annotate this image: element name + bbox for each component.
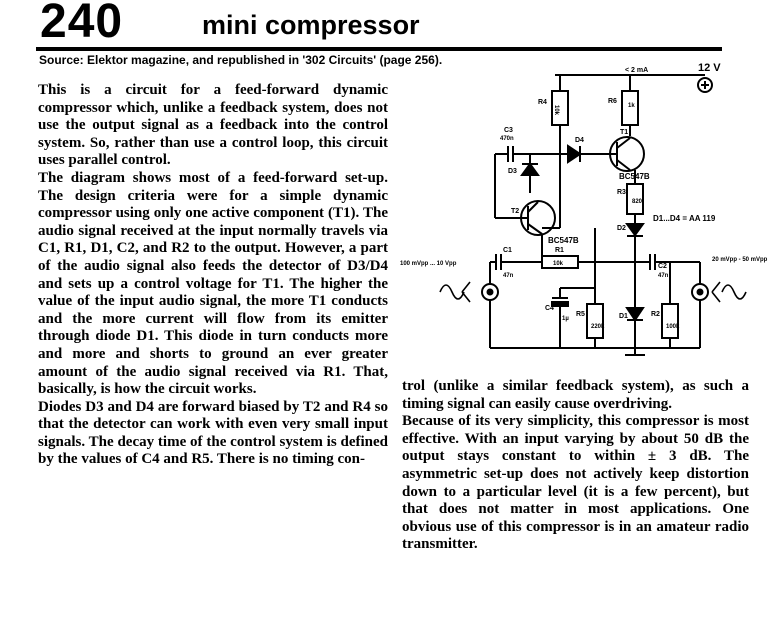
diode-d2: [625, 223, 645, 237]
current-label: < 2 mA: [625, 67, 648, 74]
svg-text:D3: D3: [508, 168, 517, 175]
output-waveform: [721, 284, 747, 300]
svg-text:BC547B: BC547B: [548, 236, 579, 245]
article-right-column: trol (unlike a similar feedback system),…: [402, 378, 749, 554]
svg-text:C1: C1: [503, 247, 512, 254]
svg-text:47n: 47n: [658, 273, 669, 279]
svg-text:R6: R6: [608, 98, 617, 105]
diode-d1: [625, 307, 645, 322]
svg-text:C2: C2: [658, 263, 667, 270]
svg-text:1k: 1k: [628, 103, 635, 109]
header-rule: [36, 47, 722, 51]
svg-text:10k: 10k: [553, 261, 564, 267]
svg-text:220k: 220k: [591, 324, 605, 330]
paragraph: This is a circuit for a feed-forward dyn…: [38, 82, 388, 169]
diode-d4: [567, 144, 582, 164]
svg-text:100k: 100k: [666, 324, 680, 330]
svg-text:D1: D1: [619, 313, 628, 320]
svg-text:470n: 470n: [500, 136, 514, 142]
supply-terminal: [697, 77, 713, 93]
diode-d3: [520, 162, 540, 176]
article-left-column: This is a circuit for a feed-forward dyn…: [38, 82, 388, 469]
svg-text:C4: C4: [545, 305, 554, 312]
svg-text:820: 820: [632, 199, 643, 205]
svg-text:R1: R1: [555, 247, 564, 254]
svg-text:R2: R2: [651, 311, 660, 318]
article-number: 240: [40, 0, 124, 48]
svg-text:R4: R4: [538, 99, 547, 106]
input-waveform: [439, 284, 465, 300]
svg-text:D4: D4: [575, 137, 584, 144]
svg-text:C3: C3: [504, 127, 513, 134]
paragraph: The diagram shows most of a feed-forward…: [38, 169, 388, 398]
svg-text:R5: R5: [576, 311, 585, 318]
circuit-schematic: 12 V < 2 mA R4 10k R6 1k T1 BC547B R3 82…: [400, 62, 768, 356]
resistor-r5: [586, 303, 604, 339]
svg-text:R3: R3: [617, 189, 626, 196]
paragraph: Because of its very simplicity, this com…: [402, 413, 749, 553]
input-range-label: 100 mVpp ... 10 Vpp: [400, 261, 457, 267]
svg-text:10k: 10k: [553, 105, 559, 116]
supply-label: 12 V: [698, 62, 721, 74]
svg-text:47n: 47n: [503, 273, 514, 279]
resistor-r2: [661, 303, 679, 339]
diode-note: D1...D4 = AA 119: [653, 214, 716, 223]
output-level-label: 20 mVpp - 50 mVpp: [712, 257, 768, 263]
article-title: mini compressor: [202, 10, 420, 40]
source-line: Source: Elektor magazine, and republishe…: [39, 53, 443, 67]
paragraph: Diodes D3 and D4 are forward biased by T…: [38, 398, 388, 468]
svg-text:T1: T1: [620, 129, 628, 136]
svg-text:T2: T2: [511, 208, 519, 215]
svg-text:D2: D2: [617, 225, 626, 232]
capacitor-c4: [551, 301, 569, 307]
paragraph: trol (unlike a similar feedback system),…: [402, 378, 749, 412]
svg-text:1µ: 1µ: [562, 316, 569, 322]
